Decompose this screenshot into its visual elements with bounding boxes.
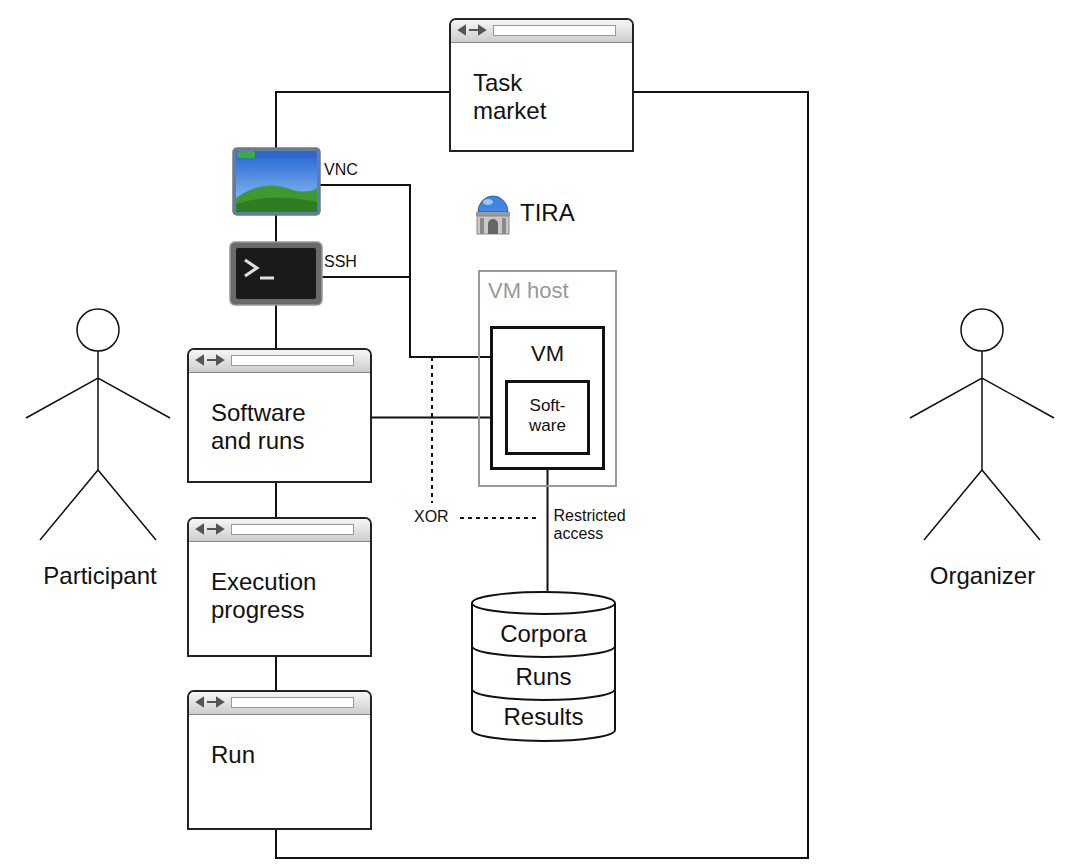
- window-box: Software and runs: [187, 348, 372, 483]
- label-text: XOR: [414, 508, 449, 526]
- ssh-wire: [322, 276, 410, 278]
- nav-arrows: [195, 350, 225, 372]
- node-text: Soft- ware: [522, 396, 574, 436]
- title-bar: [189, 692, 370, 715]
- database-cylinder: CorporaRunsResults: [470, 590, 617, 745]
- stick-figure: [895, 300, 1070, 550]
- tira-icon: [476, 196, 510, 234]
- node-text: Corpora: [470, 620, 617, 648]
- connector: [276, 92, 449, 348]
- node-text: Participant: [10, 562, 190, 590]
- node-text: VM: [493, 341, 602, 367]
- nav-arrows: [195, 519, 225, 541]
- title-bar: [189, 519, 370, 542]
- connector: [275, 483, 277, 517]
- url-field: [231, 355, 354, 366]
- connector: [547, 455, 549, 591]
- software-box: Soft- ware: [505, 380, 590, 455]
- node-text: Task market: [473, 69, 585, 125]
- vm-box: Soft- ware VM: [490, 326, 605, 470]
- connector: [372, 417, 505, 419]
- edge-label: Restricted access: [554, 507, 634, 544]
- node-text: VM host: [480, 272, 615, 310]
- node-text: Organizer: [895, 562, 1070, 590]
- xor-dotted-line: [431, 357, 433, 503]
- title-bar: [451, 20, 632, 43]
- url-field: [231, 697, 354, 708]
- window-box: Execution progress: [187, 517, 372, 657]
- vnc-wire: [320, 185, 490, 357]
- label-text: SSH: [324, 253, 357, 271]
- node-text: Execution progress: [211, 568, 351, 624]
- actor-figure: Organizer: [895, 300, 1070, 600]
- label-text: TIRA: [520, 199, 575, 227]
- node-text: Results: [470, 703, 617, 731]
- stick-figure: [10, 300, 190, 550]
- window-box: Run: [187, 690, 372, 830]
- title-bar: [189, 350, 370, 373]
- connector: [275, 657, 277, 690]
- vm-host-box: Soft- ware VM VM host: [478, 270, 617, 487]
- url-field: [493, 25, 616, 36]
- node-text: Software and runs: [211, 399, 336, 455]
- url-field: [231, 524, 354, 535]
- window-box: Task market: [449, 18, 634, 152]
- xor-dotted-line: [460, 517, 537, 519]
- nav-arrows: [457, 20, 487, 42]
- desktop-icon: [233, 148, 320, 215]
- nav-arrows: [195, 692, 225, 714]
- actor-figure: Participant: [10, 300, 190, 600]
- terminal-icon: [230, 242, 322, 305]
- label-text: VNC: [324, 161, 358, 179]
- node-text: Run: [211, 741, 351, 769]
- node-text: Runs: [470, 663, 617, 691]
